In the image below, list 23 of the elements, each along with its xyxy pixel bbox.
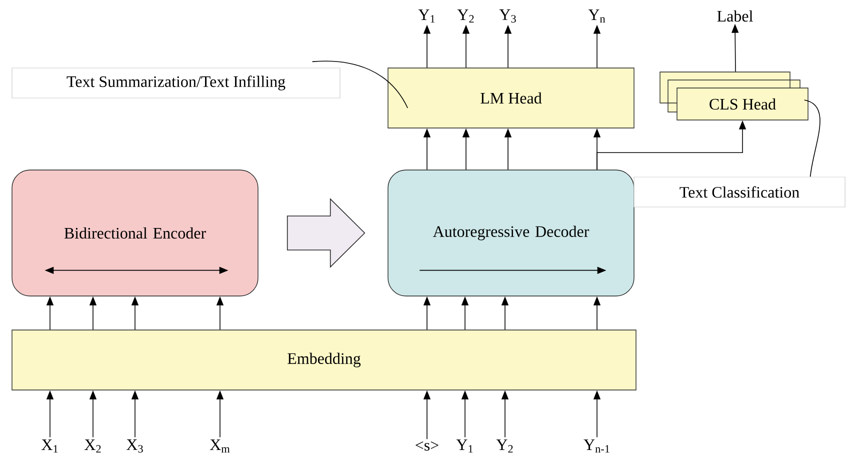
head-box: CLS Head bbox=[676, 88, 808, 120]
input-token: <s> bbox=[416, 441, 438, 451]
input-token: Y$_{n-1}$ bbox=[584, 439, 610, 453]
output-label: Y$_{3}$ bbox=[499, 9, 516, 23]
block-arrow bbox=[286, 198, 366, 268]
leader-line bbox=[804, 100, 820, 178]
output-label: Label bbox=[717, 10, 753, 22]
leader-line bbox=[312, 60, 408, 108]
input-token: X$_{3}$ bbox=[126, 439, 143, 453]
output-label: Y$_{1}$ bbox=[418, 9, 435, 23]
embedding-box: Embedding bbox=[12, 330, 636, 390]
input-token: X$_{2}$ bbox=[84, 439, 101, 453]
input-token: X$_{1}$ bbox=[42, 439, 58, 453]
task-label-box: Text Classification bbox=[634, 176, 846, 208]
encoder-box: Bidirectional Encoder bbox=[12, 170, 258, 296]
input-token: Y$_{1}$ bbox=[456, 439, 473, 453]
output-label: Y$_{n}$ bbox=[588, 9, 606, 23]
output-label: Y$_{2}$ bbox=[457, 9, 474, 23]
decoder-box: Autoregressive Decoder bbox=[388, 170, 634, 296]
task-label-box: Text Summarization/Text Infilling bbox=[12, 68, 340, 98]
head-box: LM Head bbox=[388, 68, 634, 128]
input-token: X$_{m}$ bbox=[210, 439, 230, 453]
input-token: Y$_{2}$ bbox=[496, 439, 513, 453]
